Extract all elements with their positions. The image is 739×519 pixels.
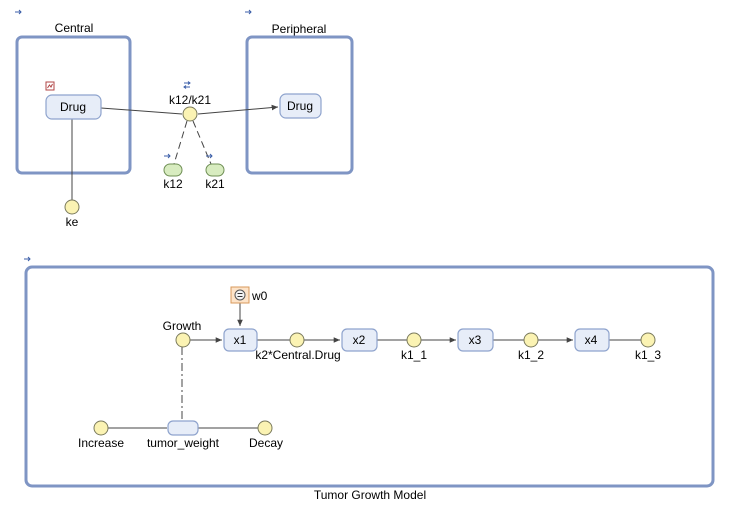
edge-k12-modifier (173, 120, 188, 165)
reaction-k1-3[interactable] (640, 332, 656, 348)
swap-arrows-icon (183, 81, 191, 89)
species-x2[interactable]: x2 (341, 328, 378, 352)
reaction-k2-central-drug-label: k2*Central.Drug (255, 348, 340, 362)
reaction-k2-central-drug[interactable] (289, 332, 305, 348)
reaction-growth-label: Growth (163, 319, 202, 333)
parameter-k12[interactable] (163, 163, 183, 177)
reaction-ke-label: ke (66, 215, 79, 229)
parameter-k21[interactable] (205, 163, 225, 177)
species-central-drug[interactable]: Drug (45, 94, 102, 120)
edge-central-to-k12k21 (100, 107, 183, 115)
species-x4-label: x4 (585, 333, 598, 347)
rule-w0-label: w0 (251, 289, 268, 303)
reaction-growth[interactable] (175, 332, 191, 348)
reaction-k1-2[interactable] (523, 332, 539, 348)
reaction-k12k21-label: k12/k21 (169, 93, 211, 107)
species-x2-label: x2 (353, 333, 366, 347)
edge-k21-modifier (192, 120, 212, 165)
reaction-decay-label: Decay (249, 436, 283, 450)
species-peripheral-drug[interactable]: Drug (279, 93, 322, 119)
species-x3[interactable]: x3 (457, 328, 494, 352)
species-x1[interactable]: x1 (223, 328, 258, 352)
reaction-k1-3-label: k1_3 (635, 348, 661, 362)
rule-w0[interactable] (230, 286, 250, 304)
dose-icon[interactable] (45, 81, 55, 91)
species-x1-label: x1 (234, 333, 247, 347)
reaction-ke[interactable] (64, 199, 80, 215)
parameter-k12-label: k12 (163, 177, 183, 191)
reaction-k12k21[interactable] (182, 106, 198, 122)
compartment-central-label: Central (55, 21, 94, 35)
reaction-increase[interactable] (93, 420, 109, 436)
link-icon[interactable] (24, 256, 31, 262)
reaction-k1-2-label: k1_2 (518, 348, 544, 362)
species-central-drug-label: Drug (60, 100, 86, 114)
edge-k12k21-to-peripheral (197, 104, 279, 115)
link-icon[interactable] (245, 9, 252, 15)
parameter-k21-label: k21 (205, 177, 225, 191)
rule-icon (234, 289, 246, 301)
species-tumor-weight[interactable] (167, 420, 199, 436)
species-x4[interactable]: x4 (574, 328, 610, 352)
species-x3-label: x3 (469, 333, 482, 347)
compartment-peripheral-label: Peripheral (272, 22, 327, 36)
species-tumor-weight-label: tumor_weight (147, 436, 220, 450)
compartment-tumor[interactable] (24, 265, 715, 488)
reaction-k1-1-label: k1_1 (401, 348, 427, 362)
compartment-tumor-label: Tumor Growth Model (314, 488, 426, 502)
species-peripheral-drug-label: Drug (287, 99, 313, 113)
link-icon[interactable] (164, 153, 171, 159)
reaction-decay[interactable] (257, 420, 273, 436)
reaction-k1-1[interactable] (406, 332, 422, 348)
link-icon[interactable] (206, 153, 213, 159)
link-icon[interactable] (15, 9, 22, 15)
reaction-increase-label: Increase (78, 436, 124, 450)
